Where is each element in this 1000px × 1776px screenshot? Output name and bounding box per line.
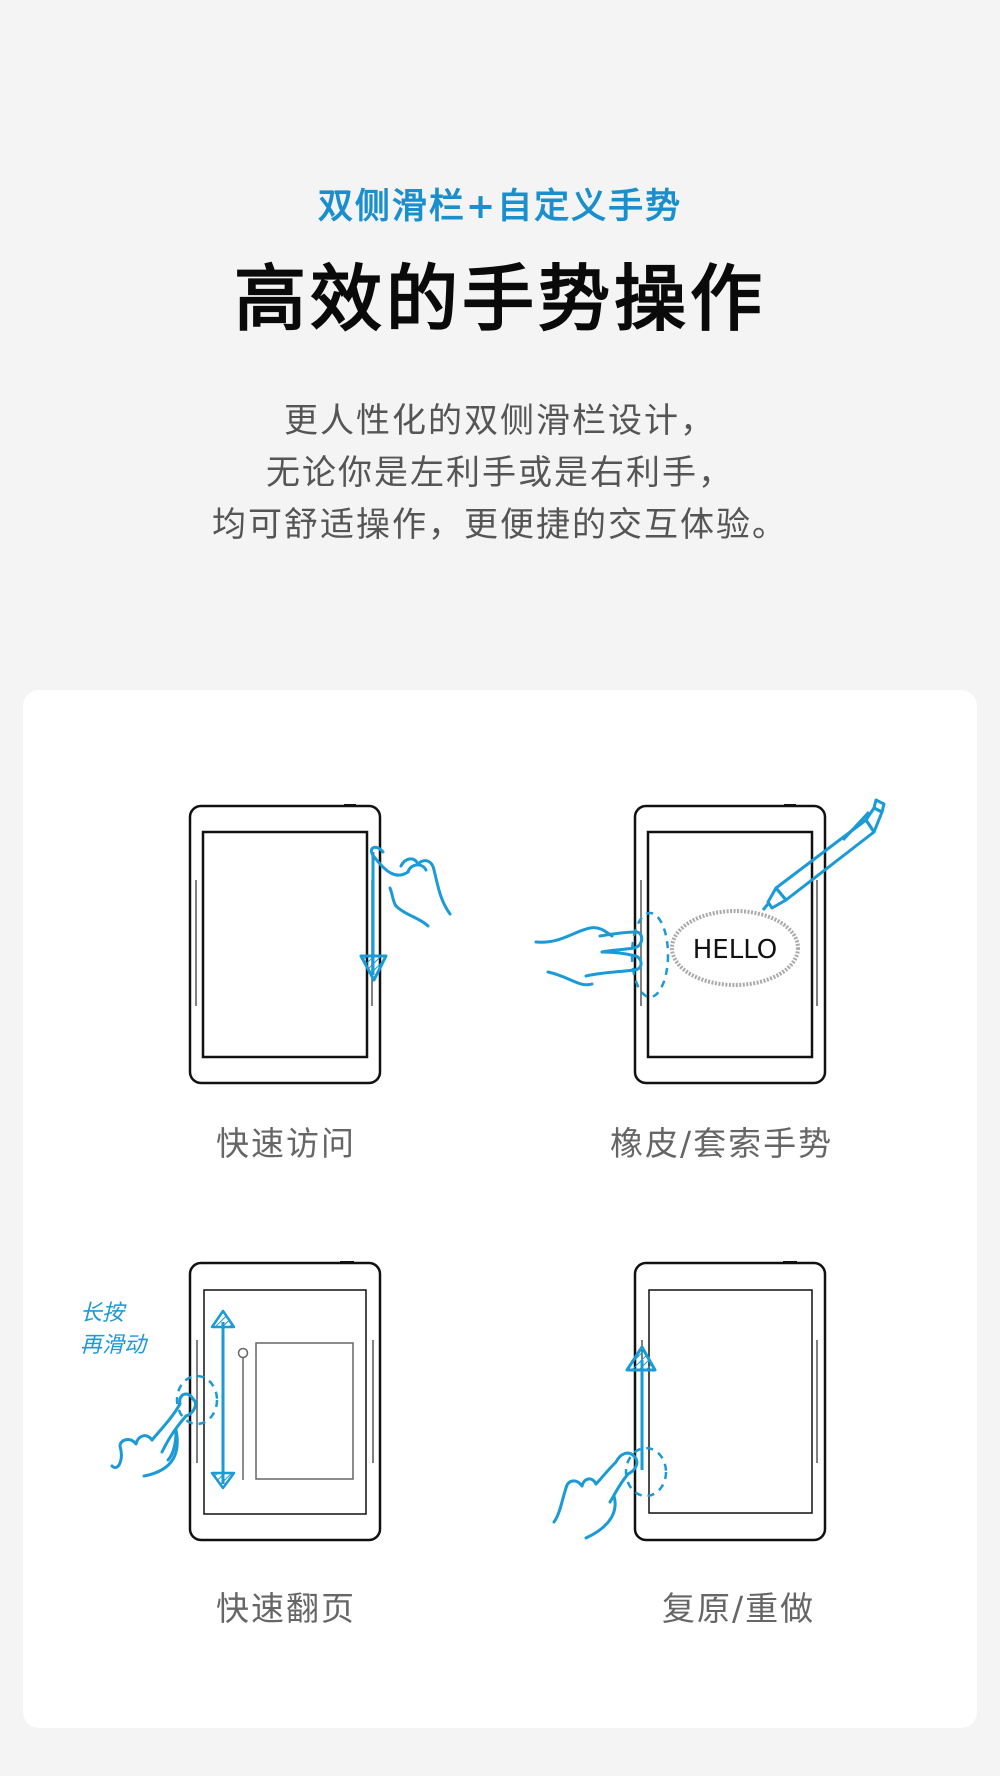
caption-eraser-lasso: 橡皮/套索手势	[610, 1124, 834, 1163]
section-title: 高效的手势操作	[233, 257, 766, 341]
section-description: 更人性化的双侧滑栏设计， 无论你是左利手或是右利手， 均可舒适操作，更便捷的交互…	[0, 395, 1000, 551]
long-press-annotation: 长按 再滑动	[80, 1298, 146, 1362]
description-line-1: 更人性化的双侧滑栏设计，	[284, 401, 716, 441]
caption-quick-access: 快速访问	[216, 1124, 356, 1163]
description-line-3: 均可舒适操作，更便捷的交互体验。	[212, 505, 788, 545]
caption-page-turn: 快速翻页	[216, 1589, 356, 1628]
annotation-line-2: 再滑动	[80, 1333, 147, 1358]
annotation-line-1: 长按	[80, 1301, 125, 1326]
section-subtitle: 双侧滑栏+自定义手势	[317, 187, 683, 227]
description-line-2: 无论你是左利手或是右利手，	[266, 453, 734, 493]
caption-undo-redo: 复原/重做	[662, 1589, 816, 1628]
features-card	[23, 690, 977, 1728]
